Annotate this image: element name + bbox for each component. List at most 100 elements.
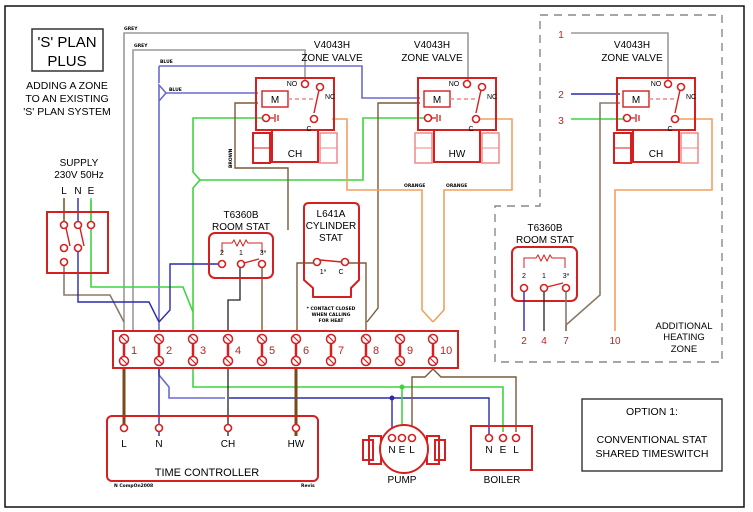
zv3-c: C xyxy=(667,126,672,133)
az-output-4: 4 xyxy=(541,336,547,347)
wire-label-grey1: GREY xyxy=(124,26,138,32)
zv2-m: M xyxy=(433,95,441,106)
title-line2: PLUS xyxy=(47,53,86,70)
cyl-stat-brown-wire1 xyxy=(296,262,313,331)
az-output-10: 10 xyxy=(609,336,621,347)
pump-term-n: N xyxy=(388,445,395,456)
pump-term-e: E xyxy=(399,445,406,456)
wire-label-brown: BROWN xyxy=(228,148,234,168)
boiler-live-wire xyxy=(432,368,517,432)
option-line1: CONVENTIONAL STAT xyxy=(597,434,708,446)
neutral-bus-upper xyxy=(158,369,225,399)
zone-valve-ch: V4043H ZONE VALVE M NO NC C CH xyxy=(252,40,363,164)
supply-e-label: E xyxy=(88,186,95,197)
time-controller: L N CH HW TIME CONTROLLER N CompOn2008 R… xyxy=(106,415,319,489)
pump-live-wire xyxy=(411,368,434,432)
terminal-6: 6 xyxy=(290,333,309,367)
subtitle: ADDING A ZONE TO AN EXISTING 'S' PLAN SY… xyxy=(23,80,110,118)
zv1-model: V4043H xyxy=(314,40,350,51)
tc-label: TIME CONTROLLER xyxy=(155,467,260,479)
orange-wire-hw xyxy=(432,118,513,323)
cyl-stat-brown-wire2 xyxy=(345,262,367,331)
room-stat: T6360B ROOM STAT 2 1 3* xyxy=(208,210,274,279)
terminal-label: 6 xyxy=(303,345,309,357)
subtitle-line1: ADDING A ZONE xyxy=(26,80,108,92)
terminal-label: 3 xyxy=(200,345,206,357)
supply-n-label: N xyxy=(74,186,81,197)
room-stat-type: ROOM STAT xyxy=(212,222,270,233)
az-grey-wire xyxy=(571,32,669,81)
earth-bus xyxy=(192,369,504,432)
room-stat2-t2: 2 xyxy=(522,273,526,280)
zv1-m: M xyxy=(271,95,279,106)
tc-footer-right: Revis xyxy=(301,483,315,489)
tc-term-n: N xyxy=(155,439,162,450)
wire-label-orange1: ORANGE xyxy=(404,183,425,189)
terminal-1: 1 xyxy=(118,333,137,367)
room-stat-t1: 1 xyxy=(239,250,243,257)
zv1-type: ZONE VALVE xyxy=(301,53,363,64)
subtitle-line3: 'S' PLAN SYSTEM xyxy=(23,106,110,118)
zv1-no: NO xyxy=(287,81,298,88)
wire-label-grey2: GREY xyxy=(134,43,148,49)
neutral-bus xyxy=(229,397,490,436)
cyl-stat-t1: 1* xyxy=(320,269,327,276)
green-wire-hw xyxy=(200,117,425,181)
zv3-m: M xyxy=(632,95,640,106)
zv1-name: CH xyxy=(288,149,302,160)
zv1-nc: NC xyxy=(325,94,335,101)
neutral-junction xyxy=(389,395,395,401)
az-output-7: 7 xyxy=(563,336,569,347)
boiler-term-e: E xyxy=(500,445,507,456)
az-input-2: 2 xyxy=(558,90,564,101)
zv3-model: V4043H xyxy=(614,40,650,51)
blue-wire-hw xyxy=(159,65,420,99)
terminal-8: 8 xyxy=(360,333,379,367)
pump: N E L PUMP xyxy=(362,424,446,486)
title-line1: 'S' PLAN xyxy=(37,34,96,51)
az-label3: ZONE xyxy=(671,344,697,355)
stat-black-wire xyxy=(227,264,241,331)
green-wire-supply xyxy=(90,200,194,313)
az-input-1: 1 xyxy=(558,30,564,41)
zv3-type: ZONE VALVE xyxy=(601,53,663,64)
terminal-label: 1 xyxy=(131,345,137,357)
grey-wire-hw xyxy=(123,32,469,331)
az-orange-wire xyxy=(614,118,713,331)
zv1-c: C xyxy=(306,126,311,133)
terminal-9: 9 xyxy=(394,333,413,367)
supply-switch: SUPPLY 230V 50Hz L N E xyxy=(46,158,109,274)
room-stat2-model: T6360B xyxy=(527,223,562,234)
terminal-5: 5 xyxy=(256,333,275,367)
terminal-label: 2 xyxy=(166,345,172,357)
blue-wire-trunk xyxy=(158,82,168,331)
room-stat-t3: 3* xyxy=(260,250,267,257)
terminal-label: 10 xyxy=(440,345,452,357)
outer-frame xyxy=(4,5,745,508)
zv2-c: C xyxy=(468,126,473,133)
zv2-nc: NC xyxy=(487,94,497,101)
az-output-2: 2 xyxy=(521,336,527,347)
boiler-term-l: L xyxy=(513,445,519,456)
brown-wire-ch xyxy=(234,102,289,230)
boiler: N E L BOILER xyxy=(470,425,533,486)
zv3-nc: NC xyxy=(686,94,696,101)
terminal-4: 4 xyxy=(222,333,241,367)
option-line2: SHARED TIMESWITCH xyxy=(596,448,709,460)
zv2-name: HW xyxy=(449,149,466,160)
option-title: OPTION 1: xyxy=(626,406,678,418)
room-stat-additional: T6360B ROOM STAT 2 1 3* xyxy=(511,223,578,302)
room-stat-t2: 2 xyxy=(220,250,224,257)
pump-label: PUMP xyxy=(388,475,417,486)
room-stat-model: T6360B xyxy=(223,210,258,221)
subtitle-line2: TO AN EXISTING xyxy=(25,93,108,105)
pump-term-l: L xyxy=(409,445,415,456)
stat-blue-wire xyxy=(158,263,218,323)
cyl-note2: WHEN CALLING xyxy=(312,312,351,318)
orange-wire-ch xyxy=(332,118,434,323)
cyl-note3: FOR HEAT xyxy=(319,318,345,324)
supply-title1: SUPPLY xyxy=(60,158,99,169)
tc-footer-left: N CompOn2008 xyxy=(114,483,153,489)
